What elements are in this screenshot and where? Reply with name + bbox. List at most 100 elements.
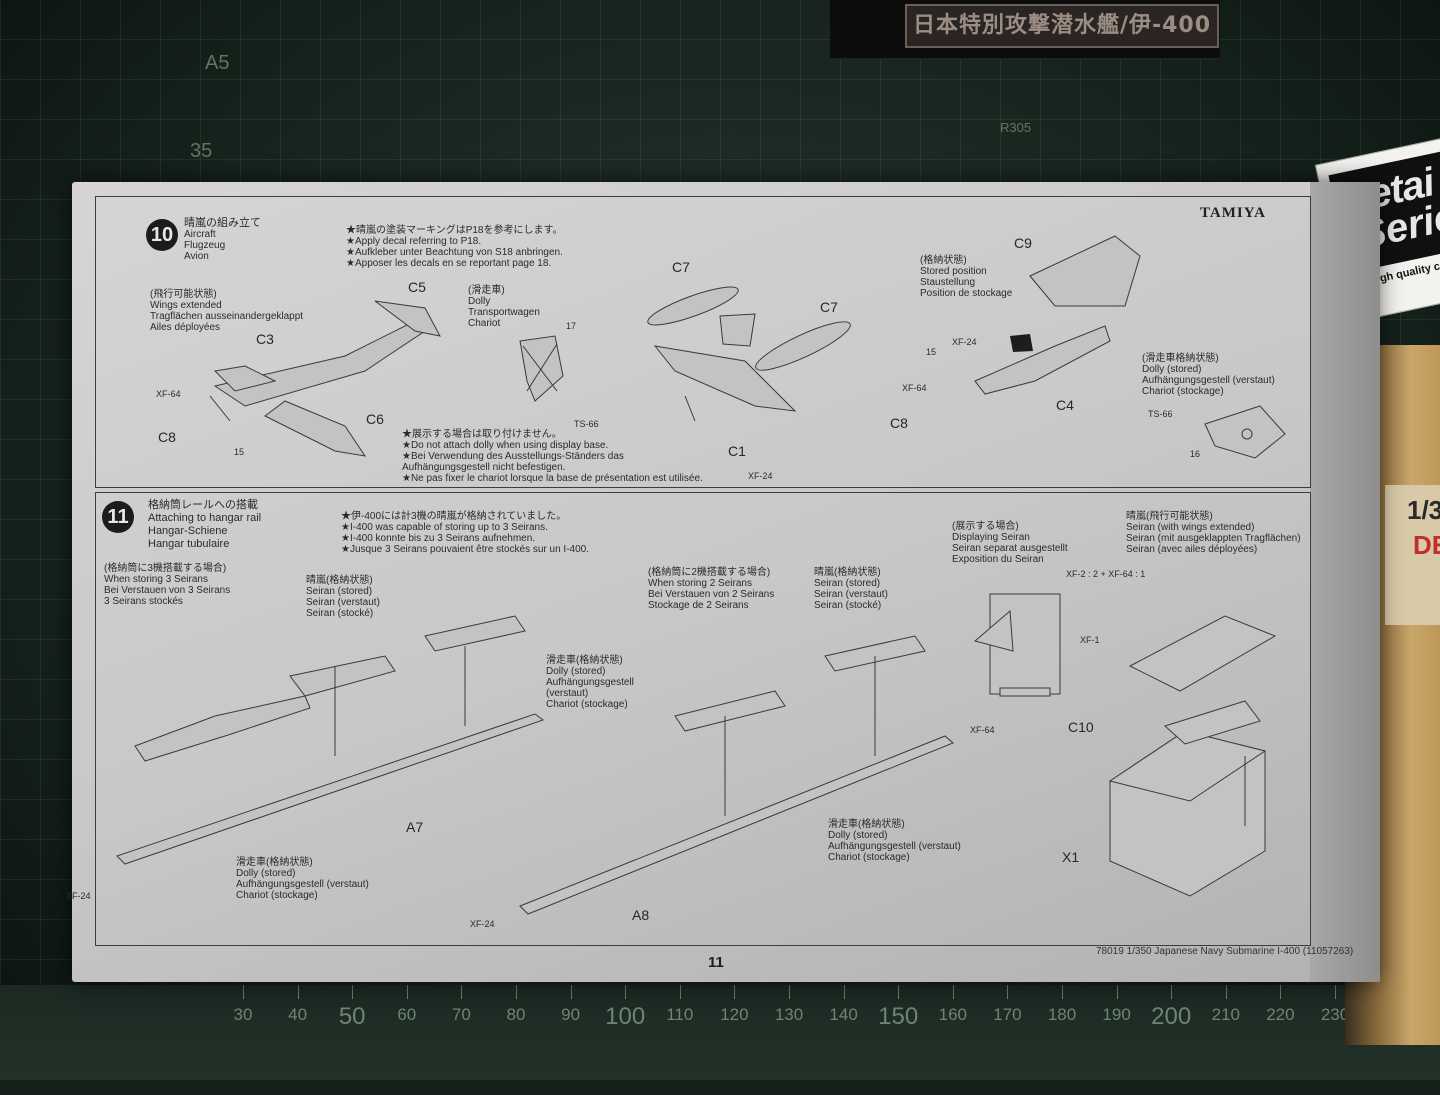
dolly-label-fr: Chariot bbox=[468, 318, 501, 329]
flying-label-fr: Seiran (avec ailes déployées) bbox=[1126, 544, 1258, 555]
ruler-number: 170 bbox=[993, 1005, 1022, 1024]
three-seirans-fr: 3 Seirans stockés bbox=[104, 596, 183, 607]
kit-box-label: 日本特別攻撃潜水艦/伊-400 bbox=[905, 4, 1219, 48]
ruler-tick bbox=[952, 985, 954, 999]
page-number: 11 bbox=[708, 954, 724, 971]
ruler-number: 30 bbox=[233, 1005, 253, 1024]
dolly-label-de: Transportwagen bbox=[468, 307, 540, 318]
display-label-en: Displaying Seiran bbox=[952, 532, 1030, 543]
dolly-stored-de: Aufhängungsgestell bbox=[546, 677, 634, 688]
part-label-c3: C3 bbox=[256, 331, 274, 347]
flying-label-en: Seiran (with wings extended) bbox=[1126, 522, 1255, 533]
display-note-fr: ★Ne pas fixer le chariot lorsque la base… bbox=[402, 473, 703, 484]
wings-label-en: Wings extended bbox=[150, 300, 222, 311]
ruler-number: 140 bbox=[829, 1005, 858, 1024]
step-11-title-de: Hangar-Schiene bbox=[148, 525, 228, 537]
ruler-tick bbox=[1116, 985, 1118, 999]
seiran-stored-fr: Seiran (stocké) bbox=[306, 608, 374, 619]
sticker-ref: 15 bbox=[234, 447, 245, 457]
dolly3-stored-fr: Chariot (stockage) bbox=[236, 890, 318, 901]
seiran-stored-de: Seiran (verstaut) bbox=[306, 597, 380, 608]
ruler-tick bbox=[516, 985, 517, 999]
display-label-de: Seiran separat ausgestellt bbox=[952, 543, 1068, 554]
seiran-stored-en: Seiran (stored) bbox=[306, 586, 373, 597]
two-seirans-de: Bei Verstauen von 2 Seirans bbox=[648, 589, 775, 600]
paint-ref: XF-24 bbox=[952, 337, 977, 347]
sheet-fold bbox=[1310, 182, 1380, 982]
mat-number: 35 bbox=[190, 140, 213, 162]
seiran2-stored-fr: Seiran (stocké) bbox=[814, 600, 882, 611]
paint-mix: XF-2 : 2 + XF-64 : 1 bbox=[1066, 569, 1146, 579]
two-seirans-en: When storing 2 Seirans bbox=[648, 578, 752, 589]
decal-note-en: ★Apply decal referring to P18. bbox=[346, 236, 482, 247]
seiran-wings-extended-drawing bbox=[209, 300, 441, 457]
decal-note-fr: ★Apposer les decals en se reportant page… bbox=[346, 258, 552, 269]
ruler-tick bbox=[1062, 985, 1063, 999]
capacity-note-de: ★I-400 konnte bis zu 3 Seirans aufnehmen… bbox=[341, 533, 536, 544]
part-label-c10: C10 bbox=[1068, 719, 1094, 735]
part-label-c7-second: C7 bbox=[820, 299, 838, 315]
tamiya-logo: TAMIYA bbox=[1200, 205, 1267, 221]
stored-label-fr: Position de stockage bbox=[920, 288, 1013, 299]
seiran2-stored-jp: 晴嵐(格納状態) bbox=[814, 567, 881, 578]
screw-ref: TS-66 bbox=[574, 419, 599, 429]
ruler-number: 200 bbox=[1151, 1003, 1192, 1030]
dolly-stored-de: Aufhängungsgestell (verstaut) bbox=[1142, 375, 1275, 386]
mat-number: A5 bbox=[205, 52, 230, 74]
part-label-c9: C9 bbox=[1014, 235, 1032, 251]
dolly2-stored-jp: 滑走車(格納状態) bbox=[828, 819, 905, 830]
display-note-de: ★Bei Verwendung des Ausstellungs-Ständer… bbox=[402, 451, 624, 462]
ruler-tick bbox=[1225, 985, 1227, 999]
dolly3-stored-en: Dolly (stored) bbox=[236, 868, 296, 879]
ruler-tick bbox=[679, 985, 681, 999]
dolly-label-jp: (滑走車) bbox=[468, 285, 505, 296]
step-10-badge: 10 bbox=[146, 219, 178, 251]
part-label-c8: C8 bbox=[158, 429, 176, 445]
sticker-ref: 16 bbox=[1190, 449, 1201, 459]
wings-label-jp: (飛行可能状態) bbox=[150, 289, 217, 300]
paint-ref: XF-1 bbox=[1080, 635, 1100, 645]
ruler-number: 130 bbox=[774, 1005, 804, 1024]
dolly-stored-de2: (verstaut) bbox=[546, 688, 589, 699]
ruler-tick bbox=[461, 985, 463, 999]
stored-label-jp: (格納状態) bbox=[920, 255, 967, 266]
ruler-number: 50 bbox=[338, 1003, 366, 1030]
ruler-tick bbox=[1007, 985, 1009, 999]
ruler-tick bbox=[297, 985, 299, 999]
dolly3-stored-jp: 滑走車(格納状態) bbox=[236, 857, 313, 868]
decal-note-jp: ★晴嵐の塗装マーキングはP18を参考にします。 bbox=[346, 225, 563, 236]
ruler-number: 160 bbox=[938, 1005, 967, 1024]
ruler-number: 120 bbox=[720, 1005, 749, 1024]
two-seirans-fr: Stockage de 2 Seirans bbox=[648, 600, 749, 611]
hangar-rail-a7-drawing bbox=[116, 615, 545, 865]
ruler-number: 210 bbox=[1211, 1005, 1240, 1024]
ruler-number: 150 bbox=[878, 1003, 919, 1030]
seiran2-stored-en: Seiran (stored) bbox=[814, 578, 881, 589]
paint-ref: XF-24 bbox=[470, 919, 495, 929]
capacity-note-fr: ★Jusque 3 Seirans pouvaient être stockés… bbox=[341, 544, 589, 555]
screw-ref: TS-66 bbox=[1148, 409, 1173, 419]
display-note-jp: ★展示する場合は取り付けません。 bbox=[402, 429, 562, 440]
display-label-jp: (展示する場合) bbox=[952, 521, 1019, 532]
three-seirans-de: Bei Verstauen von 3 Seirans bbox=[104, 585, 231, 596]
sticker-ref: 15 bbox=[926, 347, 937, 357]
dolly-stored-jp: (滑走車格納状態) bbox=[1142, 353, 1219, 364]
dolly-stored-en: Dolly (stored) bbox=[546, 666, 606, 677]
ruler-number: 60 bbox=[397, 1005, 417, 1024]
ruler-number: 110 bbox=[666, 1005, 694, 1024]
ruler-number: 80 bbox=[506, 1005, 526, 1024]
ruler-tick bbox=[1335, 985, 1336, 999]
flying-label-jp: 晴嵐(飛行可能状態) bbox=[1126, 511, 1213, 522]
three-seirans-jp: (格納筒に3機搭載する場合) bbox=[104, 563, 227, 574]
part-label-x1: X1 bbox=[1062, 849, 1080, 865]
seiran-float-assembly-drawing bbox=[647, 286, 851, 422]
dolly-stored-jp: 滑走車(格納状態) bbox=[546, 655, 623, 666]
ruler-tick bbox=[734, 985, 736, 999]
dolly-stored-fr: Chariot (stockage) bbox=[1142, 386, 1224, 397]
step-10-title-fr: Avion bbox=[184, 251, 209, 262]
sticker-ref: 17 bbox=[566, 321, 577, 331]
ruler-number: 230 bbox=[1320, 1005, 1350, 1024]
part-label-a8: A8 bbox=[632, 907, 650, 923]
ruler-number: 220 bbox=[1266, 1005, 1295, 1024]
step-11-title-fr: Hangar tubulaire bbox=[148, 538, 230, 550]
